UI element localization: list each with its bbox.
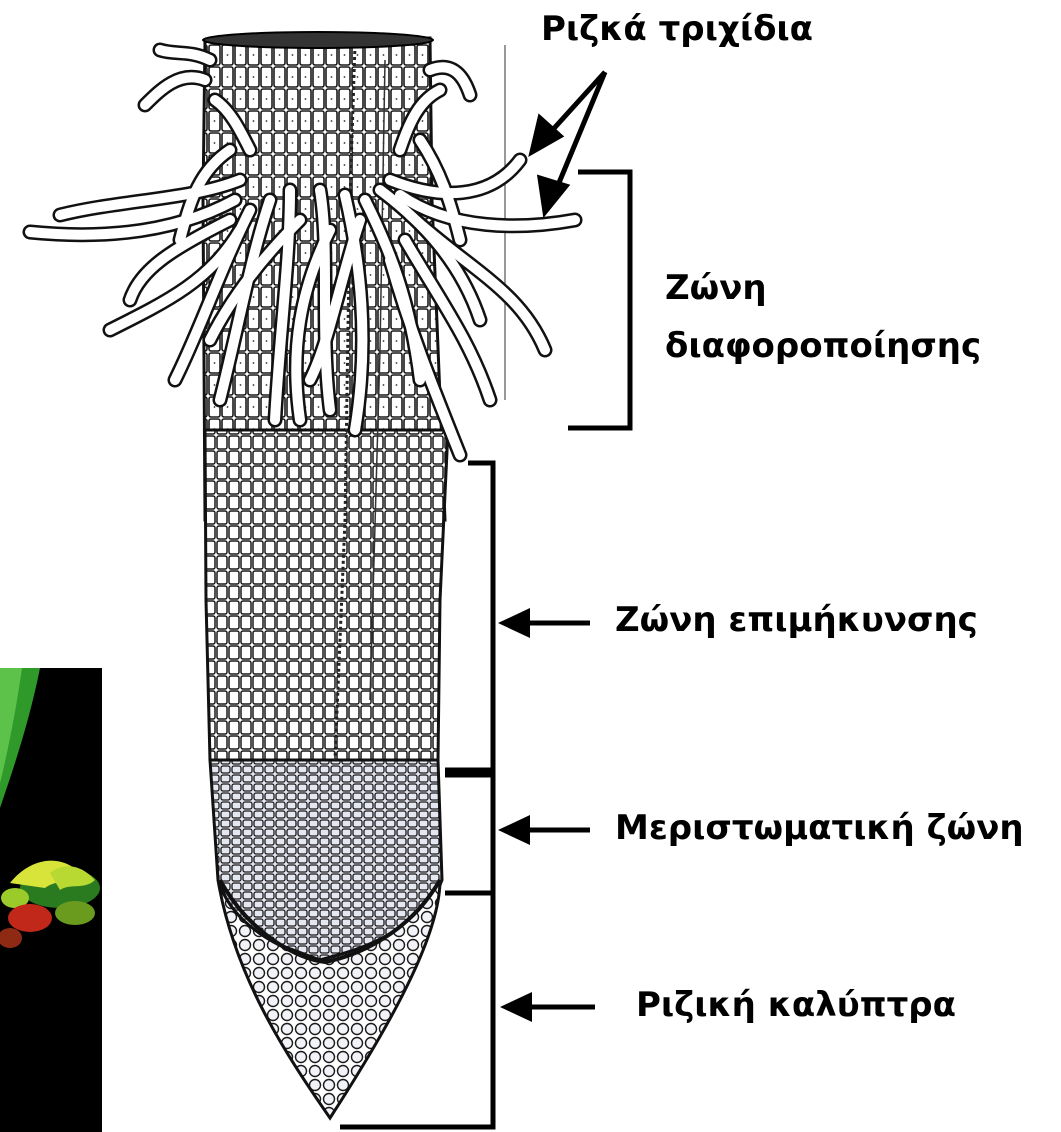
differentiation-bracket: [568, 172, 630, 428]
elongation-bracket: [445, 463, 493, 775]
differentiation-zone-label-line2: διαφοροποίησης: [665, 326, 981, 367]
root-elongation-body: [205, 430, 448, 760]
root-cap-label: Ριζική καλύπτρα: [636, 985, 956, 1026]
meristem-arrow: [498, 815, 590, 845]
elongation-arrow: [498, 608, 590, 638]
fluorescence-micrograph: [0, 668, 102, 1132]
meristematic-zone-label: Μεριστωματική ζώνη: [615, 808, 1024, 849]
root-cut-top: [203, 32, 433, 48]
root-cap-arrow: [500, 992, 595, 1022]
root-hairs-label: Ριζκά τριχίδια: [541, 9, 813, 50]
meristem-bracket: [445, 770, 493, 893]
differentiation-zone-label-line1: Ζώνη: [665, 268, 767, 309]
root-hair-arrows: [532, 72, 605, 212]
elongation-zone-label: Ζώνη επιμήκυνσης: [615, 600, 978, 641]
